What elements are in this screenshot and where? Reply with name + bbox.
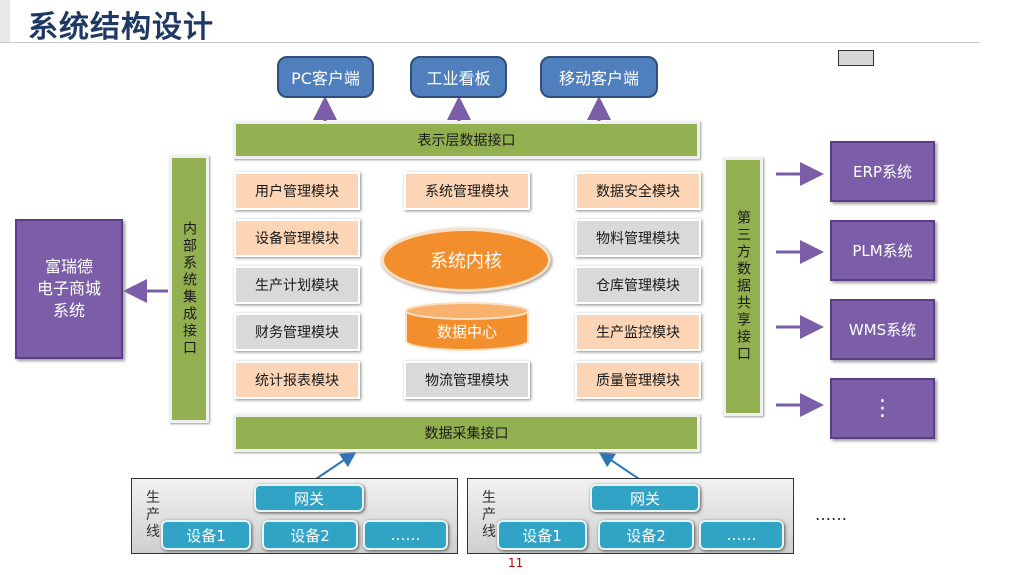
collection-interface-bar: 数据采集接口 bbox=[233, 414, 700, 452]
module-quality-management: 质量管理模块 bbox=[575, 361, 701, 399]
line2-device-2: 设备2 bbox=[598, 520, 694, 550]
system-kernel: 系统内核 bbox=[381, 228, 551, 292]
wms-system-box: WMS系统 bbox=[830, 299, 935, 360]
module-data-security: 数据安全模块 bbox=[575, 172, 701, 210]
module-production-planning: 生产计划模块 bbox=[234, 266, 360, 304]
production-line-1-label: 生产线 bbox=[146, 490, 160, 540]
line1-device-2: 设备2 bbox=[262, 520, 358, 550]
page-number: 11 bbox=[508, 556, 524, 570]
internal-interface-bar: 内部系统集成接口 bbox=[169, 155, 209, 423]
module-warehouse-management: 仓库管理模块 bbox=[575, 266, 701, 304]
line1-device-more: …… bbox=[363, 520, 448, 550]
presentation-interface-bar: 表示层数据接口 bbox=[233, 121, 700, 159]
module-system-management: 系统管理模块 bbox=[404, 172, 530, 210]
title-divider bbox=[0, 42, 980, 43]
plm-system-box: PLM系统 bbox=[830, 220, 935, 281]
page-title: 系统结构设计 bbox=[28, 10, 214, 45]
mall-system-box: 富瑞德 电子商城 系统 bbox=[15, 219, 123, 359]
data-center-label: 数据中心 bbox=[436, 322, 497, 341]
other-system-box: ⋮ bbox=[830, 378, 935, 439]
dashboard-box: 工业看板 bbox=[410, 56, 507, 98]
line1-device-1: 设备1 bbox=[161, 520, 251, 550]
module-user-management: 用户管理模块 bbox=[234, 172, 360, 210]
module-production-monitoring: 生产监控模块 bbox=[575, 313, 701, 351]
line2-device-more: …… bbox=[699, 520, 784, 550]
module-finance-management: 财务管理模块 bbox=[234, 313, 360, 351]
small-placeholder-box bbox=[838, 50, 874, 66]
data-center-cylinder bbox=[405, 302, 529, 351]
more-lines-ellipsis: …… bbox=[815, 505, 847, 524]
module-device-management: 设备管理模块 bbox=[234, 219, 360, 257]
corner-tab bbox=[0, 0, 10, 42]
gateway-2: 网关 bbox=[590, 484, 700, 512]
gateway-1: 网关 bbox=[254, 484, 364, 512]
erp-system-box: ERP系统 bbox=[830, 141, 935, 202]
thirdparty-interface-bar: 第三方数据共享接口 bbox=[723, 157, 763, 416]
module-material-management: 物料管理模块 bbox=[575, 219, 701, 257]
module-logistics-management: 物流管理模块 bbox=[404, 361, 530, 399]
production-line-2-label: 生产线 bbox=[482, 490, 496, 540]
module-statistics-reports: 统计报表模块 bbox=[234, 361, 360, 399]
mobile-client-box: 移动客户端 bbox=[540, 56, 658, 98]
line2-device-1: 设备1 bbox=[497, 520, 587, 550]
pc-client-box: PC客户端 bbox=[277, 56, 374, 98]
